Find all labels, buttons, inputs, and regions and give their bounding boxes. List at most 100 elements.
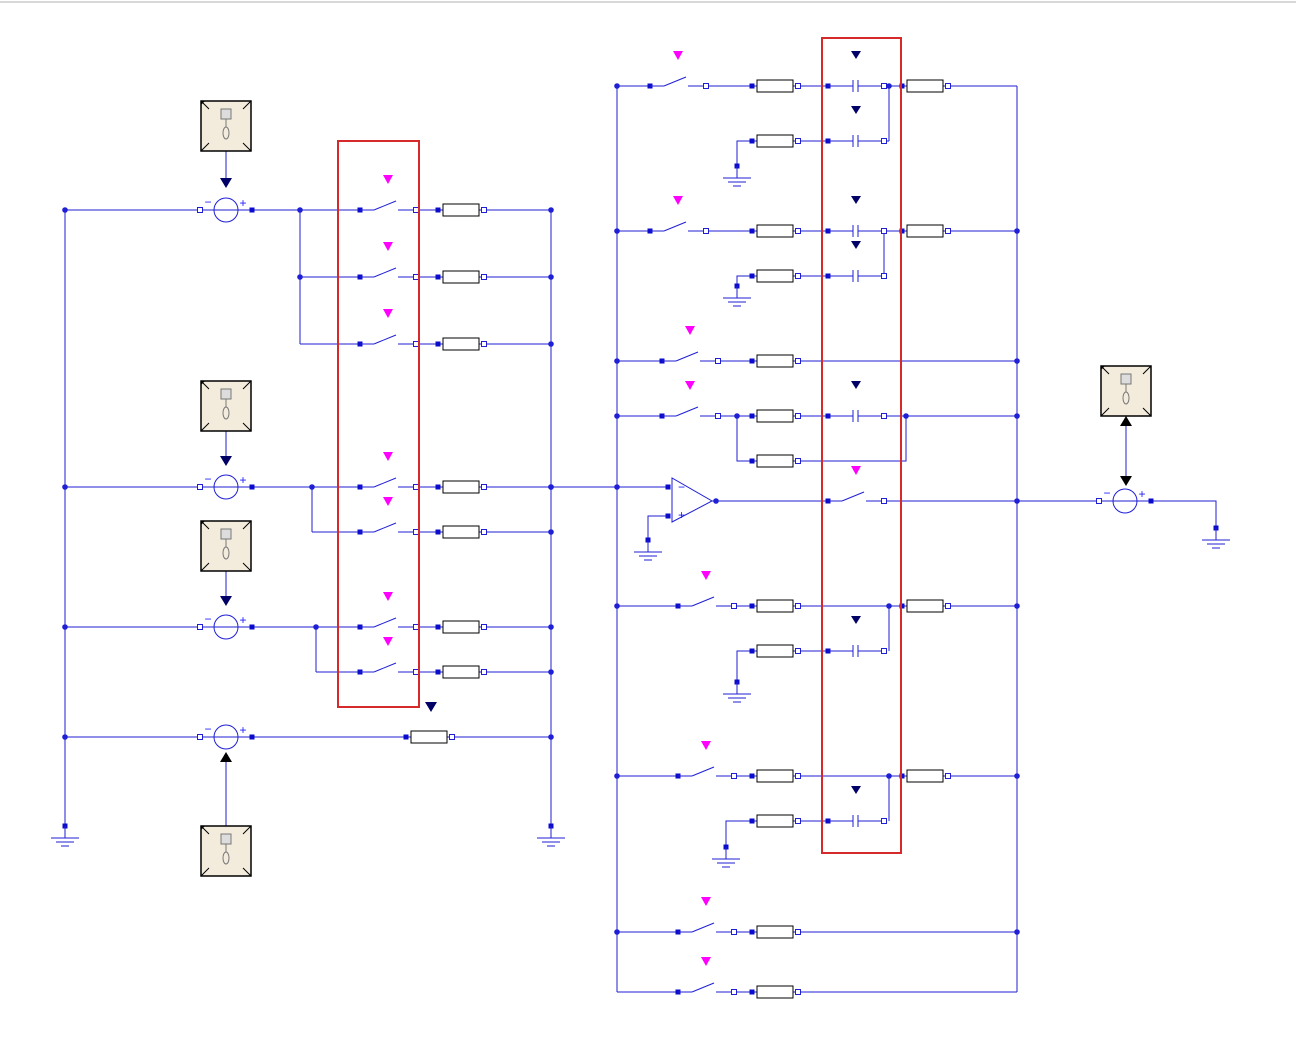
- model-corner: [200, 520, 210, 530]
- switch-switch11[interactable]: [659, 381, 721, 419]
- resistor-resistor8[interactable]: [435, 665, 487, 679]
- switch-switch2[interactable]: [357, 242, 419, 280]
- capacitor-capacitor4[interactable]: [825, 381, 887, 422]
- switch-switch14[interactable]: [675, 741, 737, 779]
- ground-ground4[interactable]: [723, 283, 751, 307]
- resistor-resistor9[interactable]: [749, 79, 801, 93]
- resistor-body: [756, 269, 794, 283]
- resistor-resistor20[interactable]: [899, 599, 951, 613]
- ground-ground6[interactable]: [712, 844, 740, 868]
- signal-voltage-source[interactable]: −+: [1096, 486, 1154, 514]
- switch-switch10[interactable]: [659, 326, 721, 364]
- signal-voltage-source[interactable]: −+: [197, 195, 255, 223]
- resistor-resistor19[interactable]: [749, 644, 801, 658]
- model-block-model6_2[interactable]: [200, 100, 252, 152]
- pin-hollow: [795, 83, 801, 89]
- resistor-body: [756, 644, 794, 658]
- switch-switch3[interactable]: [357, 309, 419, 347]
- plus-sign: +: [678, 508, 685, 522]
- signal-voltage-source[interactable]: −+: [197, 472, 255, 500]
- switch-switch16[interactable]: [675, 957, 737, 995]
- resistor-resistor3[interactable]: [435, 270, 487, 284]
- resistor-resistor4[interactable]: [435, 337, 487, 351]
- capacitor-capacitor3[interactable]: [825, 241, 887, 282]
- plus-sign: +: [239, 196, 246, 210]
- ground-ground7[interactable]: [51, 823, 79, 847]
- resistor-body: [756, 985, 794, 999]
- switch-switch5[interactable]: [357, 497, 419, 535]
- resistor-resistor14[interactable]: [899, 224, 951, 238]
- switch-switch15[interactable]: [675, 897, 737, 935]
- resistor-resistor10[interactable]: [749, 134, 801, 148]
- pin-filled: [249, 484, 255, 490]
- switch-switch6[interactable]: [357, 592, 419, 630]
- ground-ground1[interactable]: [537, 823, 565, 847]
- resistor-resistor7[interactable]: [435, 620, 487, 634]
- resistor-resistor1[interactable]: [749, 985, 801, 999]
- junction-dot: [614, 413, 620, 419]
- pin-filled: [749, 458, 755, 464]
- model-block-model6_3[interactable]: [200, 520, 252, 572]
- resistor-body: [756, 224, 794, 238]
- resistor-body: [756, 454, 794, 468]
- pin-filled: [435, 669, 441, 675]
- resistor-resistor[interactable]: [403, 730, 455, 744]
- resistor-resistor24[interactable]: [749, 925, 801, 939]
- capacitor-capacitor5[interactable]: [825, 616, 887, 657]
- signal-voltage-source[interactable]: −+: [197, 612, 255, 640]
- pin-filled: [749, 773, 755, 779]
- plus-sign: +: [239, 723, 246, 737]
- resistor-resistor6[interactable]: [435, 525, 487, 539]
- junction-dot: [62, 484, 68, 490]
- junction-dot: [548, 529, 554, 535]
- ground-ground2[interactable]: [634, 537, 662, 561]
- capacitor-capacitor2[interactable]: [825, 196, 887, 237]
- resistor-resistor22[interactable]: [899, 769, 951, 783]
- capacitor-capacitor1[interactable]: [825, 106, 887, 147]
- resistor-resistor2[interactable]: [435, 203, 487, 217]
- resistor-resistor18[interactable]: [749, 599, 801, 613]
- capacitor-capacitor[interactable]: [825, 51, 887, 92]
- resistor-resistor16[interactable]: [749, 409, 801, 423]
- ground-ground3[interactable]: [723, 163, 751, 187]
- switch-switch8[interactable]: [647, 51, 709, 89]
- model-corner: [242, 142, 252, 152]
- switch-switch7[interactable]: [357, 637, 419, 675]
- junction-dot: [62, 207, 68, 213]
- opamp[interactable]: −+: [665, 477, 714, 523]
- junction-dot: [62, 734, 68, 740]
- wire: [1151, 500, 1217, 528]
- switch-switch12[interactable]: [825, 466, 887, 504]
- resistor-body: [442, 525, 480, 539]
- pin-hollow: [795, 273, 801, 279]
- model-block-model8_1[interactable]: [1100, 365, 1152, 417]
- switch-switch4[interactable]: [357, 452, 419, 490]
- pin-filled: [749, 648, 755, 654]
- switch-switch1[interactable]: [357, 175, 419, 213]
- model-block-model6_1[interactable]: [200, 380, 252, 432]
- resistor-resistor21[interactable]: [749, 769, 801, 783]
- switch-switch13[interactable]: [675, 571, 737, 609]
- switch-switch9[interactable]: [647, 196, 709, 234]
- wire: [647, 515, 668, 540]
- resistor-resistor5[interactable]: [435, 480, 487, 494]
- pin-hollow: [449, 734, 455, 740]
- resistor-resistor11[interactable]: [749, 224, 801, 238]
- pin-hollow: [197, 207, 203, 213]
- resistor-body: [906, 224, 944, 238]
- pin-hollow: [881, 273, 887, 279]
- pin-hollow: [481, 529, 487, 535]
- signal-voltage-source[interactable]: −+: [197, 722, 255, 750]
- model-block-model6_4[interactable]: [200, 825, 252, 877]
- resistor-resistor13[interactable]: [899, 79, 951, 93]
- resistor-resistor23[interactable]: [749, 814, 801, 828]
- pin-hollow: [481, 207, 487, 213]
- junction-dot: [614, 929, 620, 935]
- resistor-resistor17[interactable]: [749, 454, 801, 468]
- resistor-resistor15[interactable]: [749, 354, 801, 368]
- resistor-body: [906, 769, 944, 783]
- resistor-resistor12[interactable]: [749, 269, 801, 283]
- capacitor-capacitor6[interactable]: [825, 786, 887, 827]
- ground-ground8[interactable]: [1202, 525, 1230, 549]
- ground-ground5[interactable]: [723, 679, 751, 703]
